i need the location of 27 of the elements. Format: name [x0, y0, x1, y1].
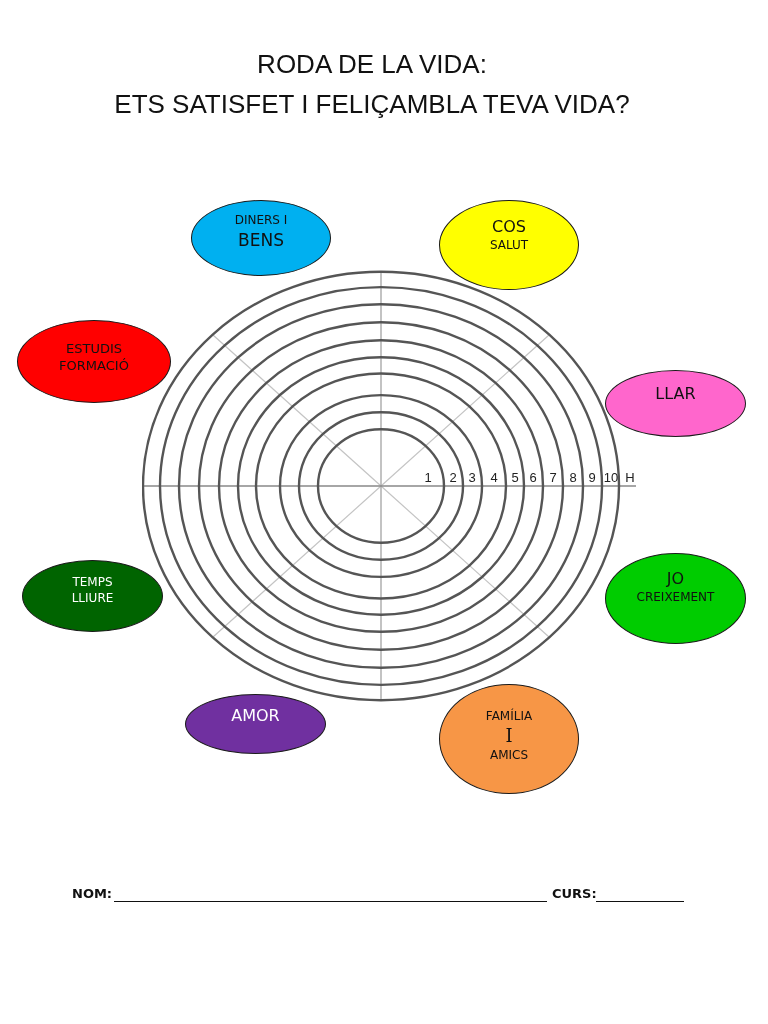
- category-label: TEMPS LLIURE: [70, 575, 115, 607]
- scale-number: 2: [449, 471, 457, 484]
- scale-number: 1: [424, 471, 432, 484]
- category-label: I: [505, 724, 513, 748]
- category-label: DINERS I: [234, 213, 288, 229]
- category-label: ESTUDIS FORMACIÓ: [58, 340, 130, 375]
- category-label: CREIXEMENT: [636, 590, 715, 606]
- scale-number: 3: [468, 471, 476, 484]
- category-label: JO: [666, 569, 685, 591]
- scale-number: 10: [603, 471, 619, 484]
- category-label: COS: [492, 216, 526, 238]
- axis-letter: H: [625, 471, 635, 484]
- category-label: FAMÍLIA: [485, 708, 533, 725]
- scale-number: 4: [490, 471, 498, 484]
- field-label: NOM:: [72, 886, 113, 902]
- title: RODA DE LA VIDA: ETS SATISFET I FELIÇAMBLA TEVA VIDA?: [114, 48, 630, 121]
- scale-number: 7: [549, 471, 557, 484]
- scale-number: 6: [529, 471, 537, 484]
- category-label: SALUT: [489, 237, 529, 254]
- scale-number: 9: [588, 471, 596, 484]
- category-label: AMICS: [489, 747, 529, 764]
- category-label: AMOR: [231, 705, 280, 727]
- scale-number: 5: [511, 471, 519, 484]
- scale-number: 8: [569, 471, 577, 484]
- category-label: LLAR: [655, 384, 696, 405]
- category-label: BENS: [238, 228, 284, 251]
- field-label: CURS:: [552, 886, 597, 902]
